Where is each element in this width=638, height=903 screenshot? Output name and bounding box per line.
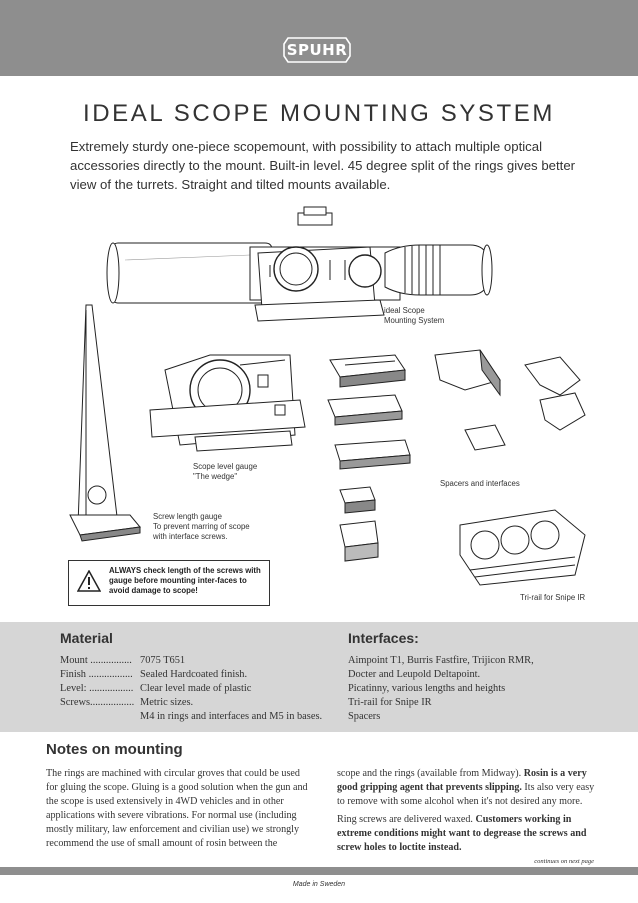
- scope-with-mount-drawing: [106, 206, 493, 322]
- material-row: Finish .................Sealed Hardcoate…: [60, 669, 248, 680]
- spacers-drawing: [339, 486, 379, 562]
- interface-item: Spacers: [348, 711, 381, 722]
- caption-screw-gauge: Screw length gauge To prevent marring of…: [153, 512, 250, 541]
- mount-closeup-drawing: [149, 354, 306, 452]
- interfaces-list: Aimpoint T1, Burris Fastfire, Trijicon R…: [348, 654, 534, 724]
- logo-badge-icon: [283, 37, 351, 63]
- page-title: IDEAL SCOPE MOUNTING SYSTEM: [82, 100, 556, 127]
- intro-text: Extremely sturdy one-piece scopemount, w…: [70, 139, 576, 192]
- caption-ideal-scope: ideal Scope Mounting System: [384, 306, 445, 325]
- material-list: Mount ................7075 T651 Finish .…: [60, 654, 322, 724]
- notes-paragraph: The rings are machined with circular gro…: [46, 768, 308, 849]
- notes-paragraph: scope and the rings (available from Midw…: [337, 768, 595, 807]
- caption-tri-rail: Tri-rail for Snipe IR: [520, 593, 586, 602]
- material-heading: Material: [60, 630, 113, 646]
- footer-bar: [0, 867, 638, 875]
- notes-heading: Notes on mounting: [46, 741, 183, 758]
- tri-rail-drawing: [459, 509, 586, 586]
- material-row: Level: .................Clear level made…: [60, 683, 252, 694]
- material-row: M4 in rings and interfaces and M5 in bas…: [140, 711, 323, 722]
- interface-item: Picatinny, various lengths and heights: [348, 683, 506, 694]
- warning-triangle-icon: [77, 570, 101, 592]
- interface-item: Aimpoint T1, Burris Fastfire, Trijicon R…: [348, 655, 534, 666]
- warning-text: ALWAYS check length of the screws with g…: [109, 566, 261, 595]
- level-gauge-wedge-drawing: [69, 304, 141, 542]
- material-row: Mount ................7075 T651: [60, 655, 186, 666]
- made-in: Made in Sweden: [292, 881, 346, 888]
- caption-level-gauge: Scope level gauge "The wedge": [193, 462, 258, 481]
- caption-spacers: Spacers and interfaces: [440, 479, 520, 488]
- material-row: Screws.................Metric sizes.: [60, 697, 194, 708]
- brand-name: SPUHR: [286, 41, 348, 59]
- notes-paragraph: Ring screws are delivered waxed. Custome…: [337, 814, 587, 853]
- brand-logo: SPUHR: [282, 36, 352, 64]
- interface-item: Docter and Leupold Deltapoint.: [348, 669, 481, 680]
- specs-band: Material Mount ................7075 T651…: [0, 622, 638, 732]
- interface-item: Tri-rail for Snipe IR: [348, 697, 432, 708]
- notes-left-column: The rings are machined with circular gro…: [46, 767, 308, 855]
- notes-right-column: scope and the rings (available from Midw…: [337, 767, 599, 859]
- red-dot-interfaces-drawing: [434, 349, 586, 451]
- interfaces-heading: Interfaces:: [348, 630, 419, 646]
- continues-note: continues on next page: [534, 858, 594, 865]
- header-bar: SPUHR: [0, 0, 638, 76]
- warning-box: ALWAYS check length of the screws with g…: [68, 560, 270, 606]
- product-illustration: [69, 206, 586, 586]
- picatinny-rails-drawing: [327, 354, 411, 470]
